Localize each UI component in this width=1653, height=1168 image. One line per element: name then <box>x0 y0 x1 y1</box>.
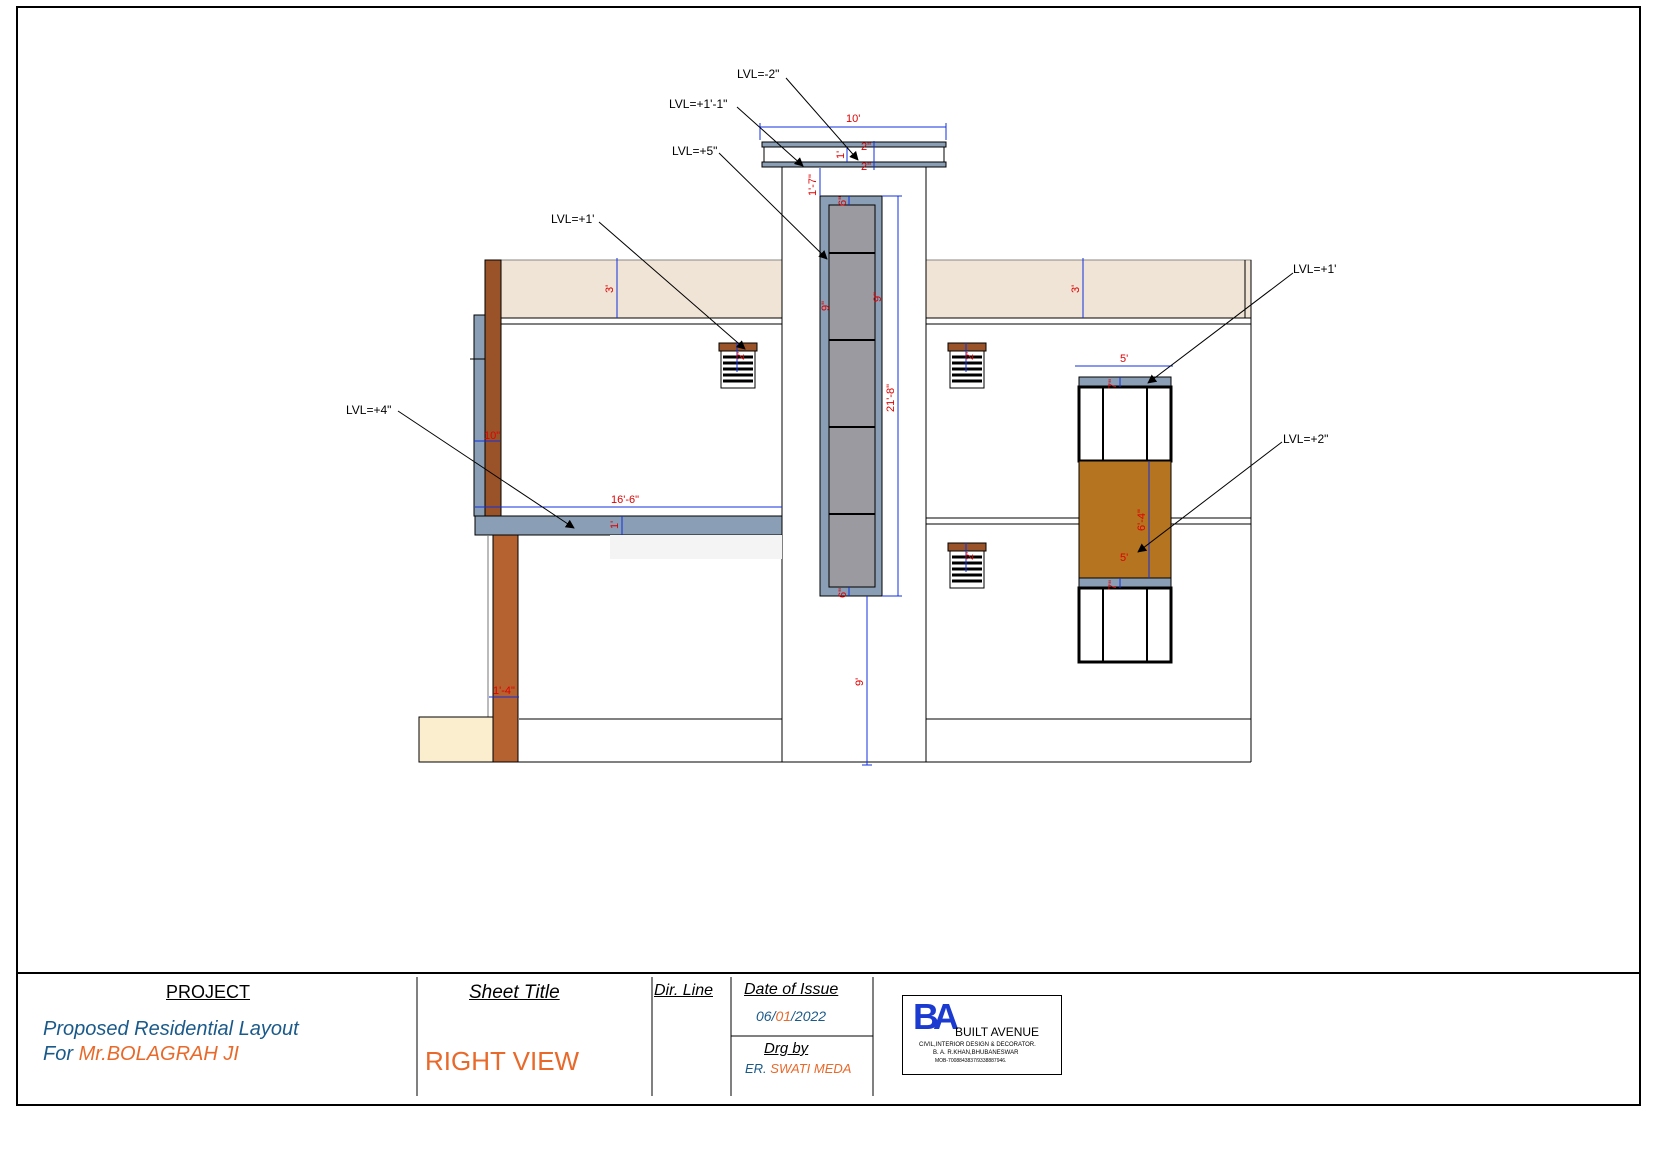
level-plus-2: LVL=+2" <box>1283 432 1328 446</box>
dim-slab-length: 16'-6" <box>611 494 639 506</box>
drawn-by-prefix: ER. <box>745 1061 771 1076</box>
dim-win-width: 5' <box>1120 353 1128 365</box>
dim-gap-1-7: 1'-7" <box>807 174 819 196</box>
company-name: BUILT AVENUE <box>955 1025 1040 1039</box>
sheet-border <box>16 6 1641 1106</box>
wood-column-upper <box>484 259 502 517</box>
dim-strip-top-6: 6" <box>837 196 849 206</box>
dim-wall-10: 10" <box>484 430 500 442</box>
company-phone: MOB-7008843837/9338887946. <box>935 1058 1007 1064</box>
dim-strip-height: 21'-8" <box>885 384 897 412</box>
company-tagline: CIVIL,INTERIOR DESIGN & DECORATOR. <box>919 1042 1036 1048</box>
dim-vent-right-lower: 2' <box>964 552 976 560</box>
dimension-text: 10' 2" 1' 2" 1'-7" 6" 9" 9" 21'-8" 6" 9'… <box>484 113 1148 697</box>
roof-canopy-bottom <box>761 161 947 168</box>
project-for-prefix: For <box>43 1043 79 1065</box>
title-block-frame <box>17 972 1640 1096</box>
vent-right-upper <box>947 342 987 389</box>
level-plus-1-right: LVL=+1' <box>1293 262 1336 276</box>
roof-canopy-top <box>761 141 947 148</box>
vent-right-lower <box>947 542 987 589</box>
sheet-title: RIGHT VIEW <box>425 1046 580 1076</box>
level-plus-4: LVL=+4" <box>346 403 391 417</box>
dim-vent-right-upper: 2' <box>964 352 976 360</box>
sheet-title-label: Sheet Title <box>469 982 560 1003</box>
drawn-by-label: Drg by <box>764 1040 809 1057</box>
vent-left <box>718 342 758 389</box>
level-plus-1-1: LVL=+1'-1" <box>669 97 727 111</box>
issue-date-year: /2022 <box>791 1008 827 1024</box>
dim-column-1-4: 1'-4" <box>493 685 515 697</box>
project-line-2: For Mr.BOLAGRAH JI <box>43 1043 239 1066</box>
client-name: Mr.BOLAGRAH JI <box>78 1043 239 1065</box>
dim-parapet-right: 3' <box>1070 285 1082 293</box>
level-plus-1-left: LVL=+1' <box>551 212 594 226</box>
parapet-left <box>499 259 783 319</box>
level-labels: LVL=-2" LVL=+1'-1" LVL=+5" LVL=+1' LVL=+… <box>346 67 1336 446</box>
building-elevation <box>418 141 1252 763</box>
project-label: PROJECT <box>166 982 251 1002</box>
drawn-by-name: SWATI MEDA <box>770 1061 852 1076</box>
parapet-right <box>925 259 1252 319</box>
level-plus-5: LVL=+5" <box>672 144 717 158</box>
dim-win-height: 6'-4" <box>1136 509 1148 531</box>
level-leaders <box>397 77 1294 553</box>
company-logo-mark: BA <box>913 996 959 1037</box>
project-line-1: Proposed Residential Layout <box>43 1018 299 1040</box>
drawn-by: ER. SWATI MEDA <box>745 1061 851 1076</box>
left-slab <box>474 515 783 536</box>
issue-date-month: 01 <box>775 1008 792 1024</box>
issue-date-day: 06/ <box>756 1008 776 1024</box>
dim-strip-right-9: 9" <box>872 292 884 302</box>
dim-top-one-ft: 1' <box>835 151 847 159</box>
dim-parapet-left: 3' <box>604 285 616 293</box>
level-minus-2: LVL=-2" <box>737 67 779 81</box>
dim-strip-mid-9: 9" <box>820 301 832 311</box>
glass-strip <box>828 204 876 588</box>
dim-top-small-b: 2" <box>861 161 871 173</box>
entry-step <box>418 716 494 763</box>
dim-win-top-7: 7" <box>1107 379 1119 389</box>
dim-top-small-a: 2" <box>861 141 871 153</box>
company-address: B. A. R.KHAN,BHUBANESWAR <box>933 1050 1019 1056</box>
dim-top-width: 10' <box>846 113 860 125</box>
dim-win-bottom-7: 7" <box>1107 580 1119 590</box>
issue-date: 06/01/2022 <box>756 1008 826 1024</box>
dim-lower-9ft: 9' <box>854 678 866 686</box>
window-door-assembly <box>1077 376 1173 664</box>
dimension-lines <box>474 123 1173 766</box>
dim-strip-bottom-6: 6" <box>837 588 849 598</box>
dir-line-label: Dir. Line <box>654 982 713 999</box>
wood-column-lower <box>492 534 519 763</box>
dim-win-mid-5: 5' <box>1120 552 1128 564</box>
dim-slab-1ft: 1' <box>609 521 621 529</box>
company-logo-box: BA BUILT AVENUE CIVIL,INTERIOR DESIGN & … <box>902 995 1062 1075</box>
date-of-issue-label: Date of Issue <box>744 981 839 998</box>
dim-vent-left: 2' <box>735 352 747 360</box>
